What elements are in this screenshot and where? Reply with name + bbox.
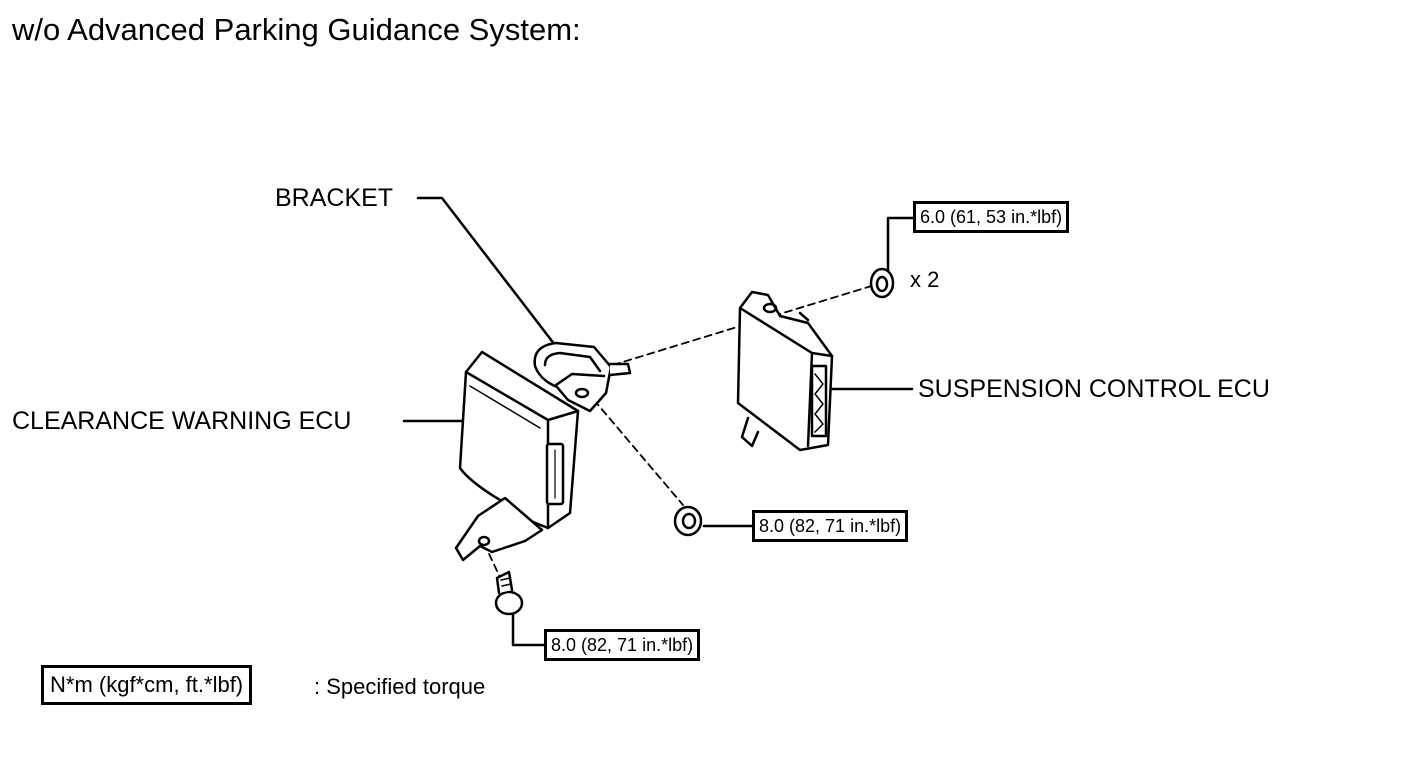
nut-quantity-label: x 2 (910, 267, 940, 292)
bracket-leader-line (416, 196, 557, 347)
suspension-nut-drawing (869, 267, 895, 299)
bolt-drawing (494, 570, 524, 616)
bracket-label: BRACKET (275, 184, 394, 212)
suspension-nut-torque-spec: 6.0 (61, 53 in.*lbf) (913, 201, 1070, 233)
suspension-alignment-line (589, 283, 879, 373)
bracket-nut-drawing (673, 505, 703, 537)
bracket-nut-torque-spec: 8.0 (82, 71 in.*lbf) (752, 510, 909, 542)
legend-torque-units-box: N*m (kgf*cm, ft.*lbf) (41, 665, 253, 705)
bolt-torque-spec: 8.0 (82, 71 in.*lbf) (544, 629, 701, 661)
bracket-drawing (533, 341, 632, 413)
suspension-control-ecu-drawing (736, 290, 834, 452)
bracket-nut-alignment-line (593, 399, 684, 506)
legend-description: : Specified torque (314, 674, 486, 699)
clearance-warning-ecu-drawing (454, 350, 580, 562)
bolt-leader-line (511, 610, 546, 647)
suspension-nut-leader-line (886, 216, 915, 274)
diagram-heading: w/o Advanced Parking Guidance System: (12, 12, 581, 47)
clearance-warning-ecu-label: CLEARANCE WARNING ECU (12, 407, 352, 435)
suspension-control-ecu-label: SUSPENSION CONTROL ECU (918, 375, 1270, 403)
